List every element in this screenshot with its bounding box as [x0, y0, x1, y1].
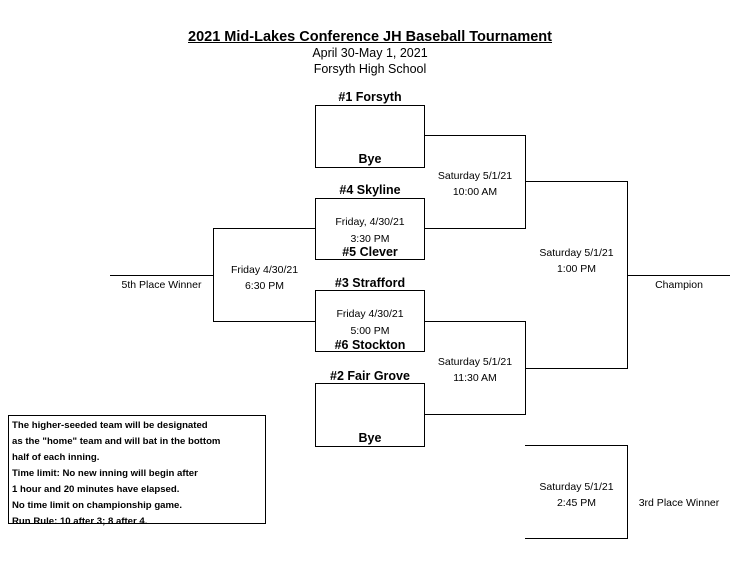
- semi1-date: Saturday 5/1/21: [437, 170, 513, 182]
- third-line-bottom: [525, 538, 628, 540]
- third-line-top: [525, 445, 628, 447]
- semi1-line-bottom: [425, 228, 526, 230]
- third-game-time: 2:45 PM: [556, 497, 597, 509]
- game-skyline-clever-date: Friday, 4/30/21: [335, 216, 405, 228]
- game-box-strafford-stockton: [315, 290, 425, 352]
- team-strafford: #3 Strafford: [334, 276, 406, 290]
- team-clever: #5 Clever: [342, 245, 398, 259]
- team-bye-bottom: Bye: [358, 431, 382, 445]
- game-box-fairgrove-bye: [315, 383, 425, 447]
- semi1-line-top: [425, 135, 526, 137]
- rules-notes-box: The higher-seeded team will be designate…: [8, 415, 266, 527]
- tournament-title: 2021 Mid-Lakes Conference JH Baseball To…: [188, 29, 552, 45]
- tournament-dates: April 30-May 1, 2021: [312, 46, 428, 60]
- rules-note: 1 hour and 20 minutes have elapsed.: [12, 484, 180, 495]
- semi1-time: 10:00 AM: [452, 186, 498, 198]
- third-place-label: 3rd Place Winner: [638, 497, 720, 509]
- team-fair-grove: #2 Fair Grove: [330, 369, 410, 383]
- semi2-date: Saturday 5/1/21: [437, 356, 513, 368]
- fifth-place-label: 5th Place Winner: [121, 279, 202, 291]
- rules-note: Run Rule: 10 after 3; 8 after 4.: [12, 516, 148, 527]
- third-game-date: Saturday 5/1/21: [539, 481, 614, 493]
- final-time: 1:00 PM: [556, 263, 597, 275]
- rules-note: The higher-seeded team will be designate…: [12, 420, 208, 431]
- game-strafford-stockton-date: Friday 4/30/21: [336, 308, 404, 320]
- third-line-vertical: [627, 445, 629, 540]
- semi2-line-top: [425, 321, 526, 323]
- rules-note: No time limit on championship game.: [12, 500, 183, 511]
- rules-note: half of each inning.: [12, 452, 100, 463]
- champion-label: Champion: [655, 279, 703, 291]
- tournament-location: Forsyth High School: [313, 62, 427, 76]
- fifth-line-bottom: [213, 321, 315, 323]
- game-box-skyline-clever: [315, 198, 425, 260]
- rules-note: Time limit: No new inning will begin aft…: [12, 468, 198, 479]
- game-box-forsyth-bye: [315, 105, 425, 168]
- final-line-bottom: [525, 368, 628, 370]
- final-line-top: [525, 181, 628, 183]
- fifth-place-line: [110, 275, 214, 277]
- rules-note: as the "home" team and will bat in the b…: [12, 436, 221, 447]
- final-date: Saturday 5/1/21: [539, 247, 614, 259]
- team-forsyth: #1 Forsyth: [338, 90, 402, 104]
- fifth-line-top: [213, 228, 315, 230]
- team-skyline: #4 Skyline: [339, 183, 401, 197]
- team-bye-top: Bye: [358, 152, 382, 166]
- game-strafford-stockton-time: 5:00 PM: [350, 325, 390, 337]
- fifth-game-date: Friday 4/30/21: [230, 264, 299, 276]
- champion-line: [627, 275, 730, 277]
- team-stockton: #6 Stockton: [334, 338, 406, 352]
- fifth-game-time: 6:30 PM: [244, 280, 285, 292]
- semi2-time: 11:30 AM: [453, 372, 497, 384]
- game-skyline-clever-time: 3:30 PM: [350, 233, 390, 245]
- semi2-line-bottom: [425, 414, 526, 416]
